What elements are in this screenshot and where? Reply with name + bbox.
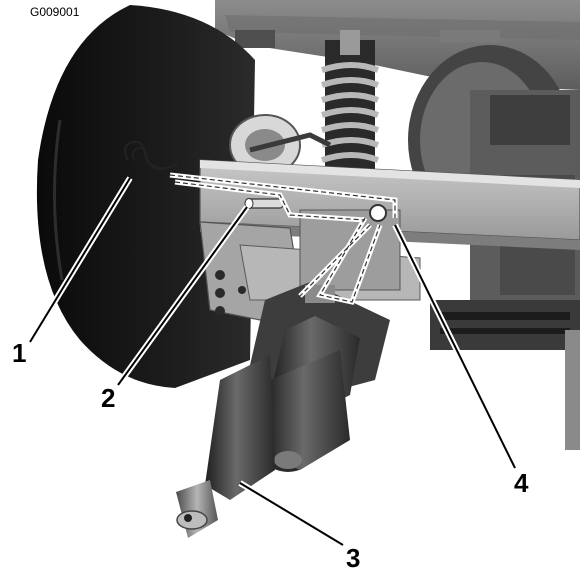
callout-2: 2 [101, 383, 116, 413]
figure-id-label: G009001 [30, 5, 80, 19]
leader-line-4 [394, 224, 516, 469]
leader-line-3 [239, 482, 344, 546]
clevis-pin [244, 198, 284, 209]
leader-line-2 [117, 206, 248, 386]
hairpin-cotter-pin [123, 140, 179, 171]
leader-line-1 [29, 177, 131, 343]
suspension-spring [321, 30, 380, 170]
callout-4: 4 [514, 468, 529, 498]
tire [36, 5, 256, 388]
actuator-motor [250, 282, 390, 472]
actuator-cylinder [176, 355, 275, 538]
wheel-hub [229, 114, 332, 176]
leader-lines [27, 176, 518, 548]
callout-1: 1 [12, 338, 27, 368]
exploded-view-dashed-lines-stroke [169, 174, 396, 303]
callout-3: 3 [346, 543, 361, 573]
